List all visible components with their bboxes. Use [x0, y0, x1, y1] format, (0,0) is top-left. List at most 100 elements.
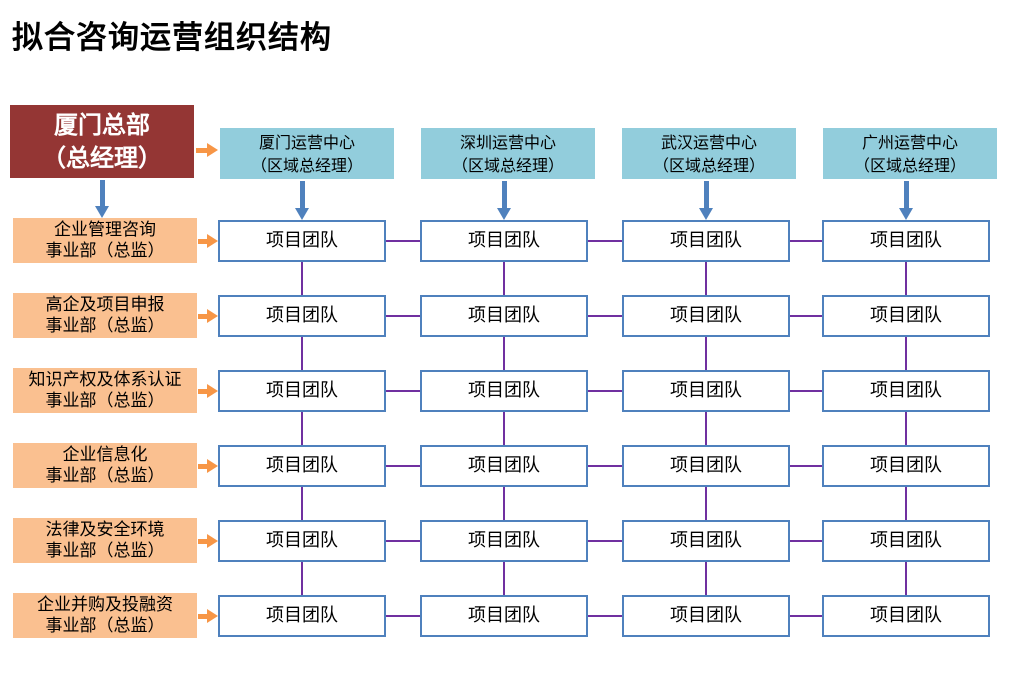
- center-name: 广州运营中心: [861, 132, 958, 152]
- team-label: 项目团队: [468, 380, 540, 401]
- team-label: 项目团队: [266, 605, 338, 626]
- connector-h-r5-c1: [386, 540, 420, 542]
- arrow-head: [699, 208, 713, 220]
- page-title: 拟合咨询运营组织结构: [12, 20, 332, 56]
- division-name: 法律及安全环境: [45, 519, 165, 540]
- connector-v-c3-r4: [705, 487, 707, 520]
- team-box-r1c1: 项目团队: [218, 220, 386, 262]
- arrow-head: [207, 384, 218, 398]
- center-name: 厦门运营中心: [258, 132, 355, 152]
- team-box-r4c2: 项目团队: [420, 445, 588, 487]
- division-box-6: 企业并购及投融资事业部（总监）: [13, 593, 197, 638]
- team-label: 项目团队: [870, 305, 942, 326]
- team-box-r3c4: 项目团队: [822, 370, 990, 412]
- center-box-guangzhou: 广州运营中心 （区域总经理）: [823, 128, 997, 179]
- connector-h-r4-c3: [790, 465, 822, 467]
- division-name: 企业并购及投融资: [37, 594, 173, 615]
- connector-v-c4-r5: [905, 562, 907, 595]
- division-role: 事业部（总监）: [45, 465, 165, 486]
- center-role: （区域总经理）: [652, 155, 765, 175]
- arrow-head: [207, 309, 218, 323]
- arrow-shaft: [99, 180, 105, 207]
- team-box-r3c3: 项目团队: [622, 370, 790, 412]
- connector-v-c1-r5: [301, 562, 303, 595]
- team-box-r1c3: 项目团队: [622, 220, 790, 262]
- connector-h-r2-c2: [588, 315, 622, 317]
- team-box-r4c3: 项目团队: [622, 445, 790, 487]
- division-box-5: 法律及安全环境事业部（总监）: [13, 518, 197, 563]
- arrow-shaft: [903, 181, 909, 209]
- connector-v-c3-r3: [705, 412, 707, 445]
- arrow-head: [497, 208, 511, 220]
- team-label: 项目团队: [670, 530, 742, 551]
- connector-h-r1-c1: [386, 240, 420, 242]
- team-box-r4c1: 项目团队: [218, 445, 386, 487]
- team-label: 项目团队: [670, 305, 742, 326]
- team-box-r2c2: 项目团队: [420, 295, 588, 337]
- arrow-shaft: [198, 613, 208, 619]
- connector-v-c3-r2: [705, 337, 707, 370]
- team-box-r1c2: 项目团队: [420, 220, 588, 262]
- connector-h-r5-c2: [588, 540, 622, 542]
- team-label: 项目团队: [468, 230, 540, 251]
- arrow-shaft: [198, 388, 208, 394]
- division-name: 知识产权及体系认证: [28, 369, 182, 390]
- connector-v-c4-r4: [905, 487, 907, 520]
- division-role: 事业部（总监）: [45, 315, 165, 336]
- team-box-r1c4: 项目团队: [822, 220, 990, 262]
- connector-h-r6-c2: [588, 615, 622, 617]
- center-box-wuhan: 武汉运营中心（区域总经理）: [622, 128, 796, 179]
- connector-h-r1-c3: [790, 240, 822, 242]
- connector-v-c3-r5: [705, 562, 707, 595]
- headquarters-name: 厦门总部: [54, 110, 150, 139]
- team-label: 项目团队: [870, 230, 942, 251]
- arrow-head: [899, 208, 913, 220]
- center-role: （区域总经理）: [853, 155, 966, 175]
- team-label: 项目团队: [870, 380, 942, 401]
- team-box-r5c3: 项目团队: [622, 520, 790, 562]
- division-box-3: 知识产权及体系认证事业部（总监）: [13, 368, 197, 413]
- center-box-shenzhen: 深圳运营中心（区域总经理）: [421, 128, 595, 179]
- division-name: 企业管理咨询: [54, 219, 156, 240]
- connector-v-c4-r3: [905, 412, 907, 445]
- connector-v-c1-r2: [301, 337, 303, 370]
- division-role: 事业部（总监）: [45, 540, 165, 561]
- connector-v-c2-r5: [503, 562, 505, 595]
- team-box-r5c1: 项目团队: [218, 520, 386, 562]
- connector-h-r1-c2: [588, 240, 622, 242]
- team-box-r6c1: 项目团队: [218, 595, 386, 637]
- connector-v-c4-r2: [905, 337, 907, 370]
- connector-v-c2-r1: [503, 262, 505, 295]
- connector-v-c4-r1: [905, 262, 907, 295]
- connector-v-c1-r1: [301, 262, 303, 295]
- division-role: 事业部（总监）: [45, 240, 165, 261]
- headquarters-box: 厦门总部 （总经理）: [10, 105, 194, 178]
- team-label: 项目团队: [670, 230, 742, 251]
- connector-h-r6-c1: [386, 615, 420, 617]
- division-name: 高企及项目申报: [45, 294, 165, 315]
- division-role: 事业部（总监）: [45, 615, 165, 636]
- center-name: 深圳运营中心: [459, 132, 556, 152]
- team-label: 项目团队: [870, 605, 942, 626]
- arrow-head: [295, 208, 309, 220]
- team-label: 项目团队: [266, 305, 338, 326]
- connector-v-c1-r3: [301, 412, 303, 445]
- connector-h-r4-c1: [386, 465, 420, 467]
- arrow-head: [207, 143, 218, 157]
- connector-v-c1-r4: [301, 487, 303, 520]
- arrow-head: [207, 459, 218, 473]
- connector-h-r2-c3: [790, 315, 822, 317]
- connector-v-c2-r3: [503, 412, 505, 445]
- team-box-r5c4: 项目团队: [822, 520, 990, 562]
- team-label: 项目团队: [468, 605, 540, 626]
- team-label: 项目团队: [266, 380, 338, 401]
- team-label: 项目团队: [670, 380, 742, 401]
- arrow-head: [207, 234, 218, 248]
- headquarters-role: （总经理）: [42, 143, 162, 172]
- connector-h-r6-c3: [790, 615, 822, 617]
- arrow-shaft: [198, 463, 208, 469]
- team-box-r2c1: 项目团队: [218, 295, 386, 337]
- division-box-4: 企业信息化事业部（总监）: [13, 443, 197, 488]
- team-box-r3c1: 项目团队: [218, 370, 386, 412]
